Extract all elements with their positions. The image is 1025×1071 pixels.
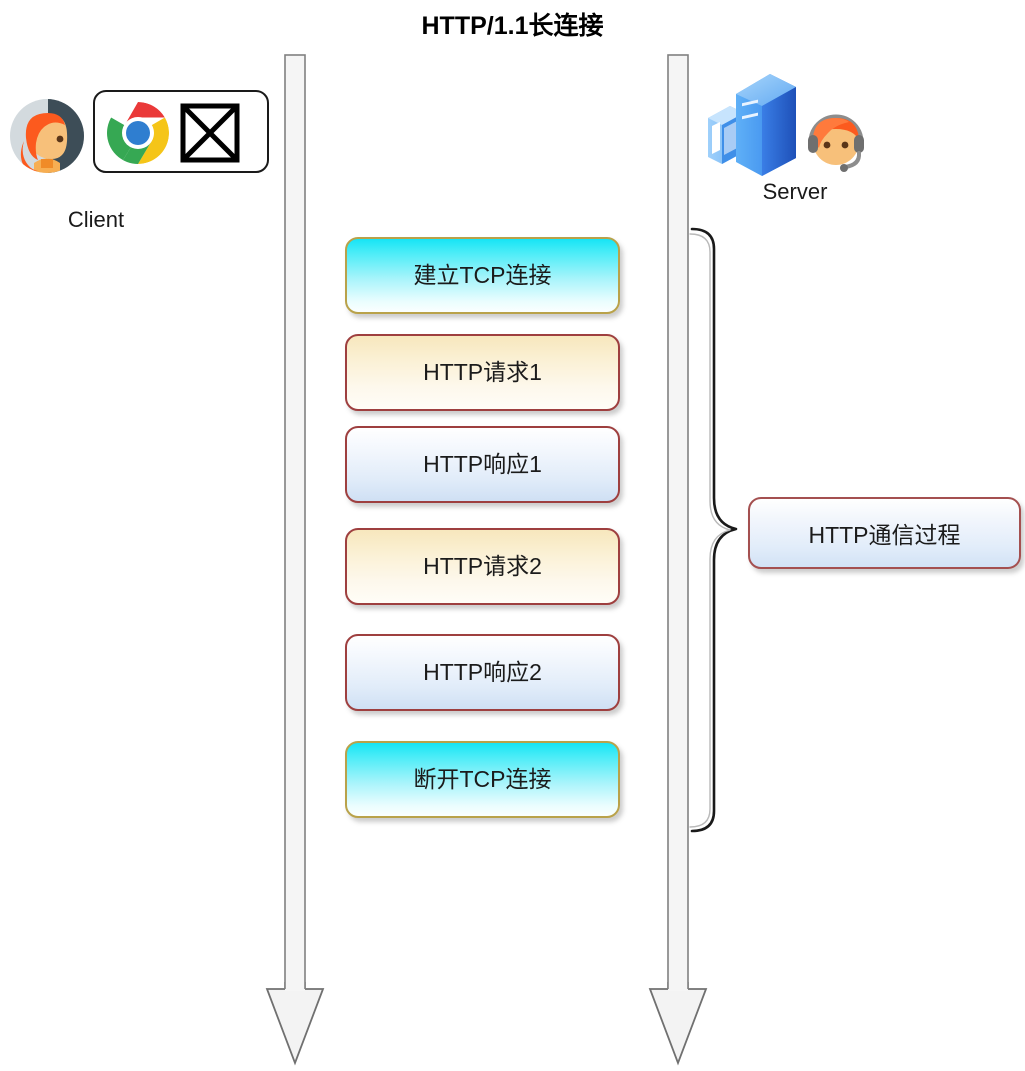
client-lifeline-bar bbox=[284, 54, 306, 990]
support-agent-icon bbox=[808, 114, 864, 172]
message-box[interactable]: 断开TCP连接 bbox=[345, 741, 620, 818]
message-box[interactable]: 建立TCP连接 bbox=[345, 237, 620, 314]
broken-image-icon bbox=[180, 103, 240, 163]
message-box[interactable]: HTTP响应2 bbox=[345, 634, 620, 711]
browser-window-chip bbox=[93, 90, 269, 173]
down-arrow-icon bbox=[648, 982, 708, 1066]
callout-box[interactable]: HTTP通信过程 bbox=[748, 497, 1021, 569]
page-title: HTTP/1.1长连接 bbox=[421, 12, 604, 40]
message-box[interactable]: HTTP请求2 bbox=[345, 528, 620, 605]
server-tower-icon bbox=[708, 74, 796, 176]
chrome-browser-icon bbox=[107, 102, 169, 164]
curly-brace-icon bbox=[689, 227, 738, 833]
message-box[interactable]: HTTP响应1 bbox=[345, 426, 620, 503]
server-lifeline bbox=[648, 54, 708, 1066]
user-avatar-icon bbox=[10, 99, 84, 173]
down-arrow-icon bbox=[265, 982, 325, 1066]
client-lifeline bbox=[265, 54, 325, 1066]
server-label: Server bbox=[762, 179, 828, 204]
client-label: Client bbox=[67, 207, 125, 232]
message-box[interactable]: HTTP请求1 bbox=[345, 334, 620, 411]
